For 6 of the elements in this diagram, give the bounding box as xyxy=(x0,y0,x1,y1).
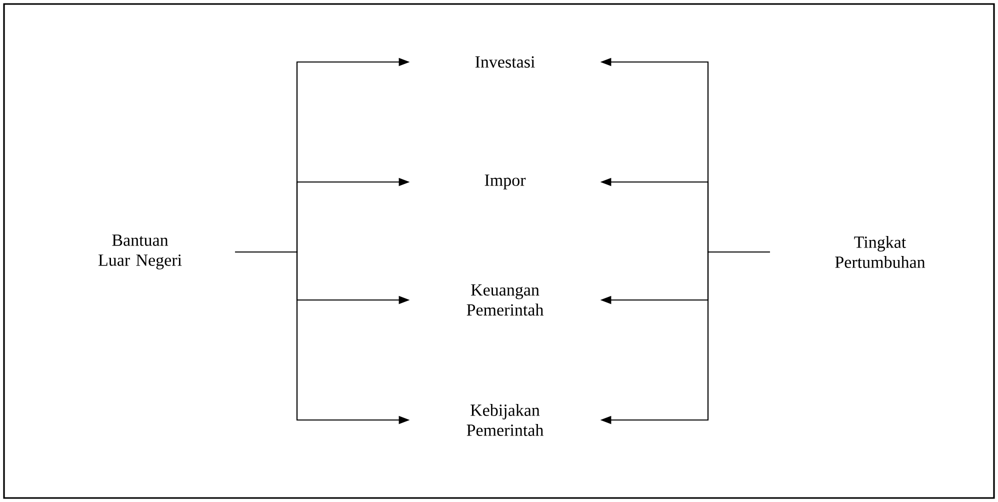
text-label: Keuangan Pemerintah xyxy=(466,284,544,316)
text-label: Kebijakan Pemerintah xyxy=(466,404,544,436)
text-label: Tingkat Pertumbuhan xyxy=(835,236,926,268)
text-label: Investasi xyxy=(475,56,535,68)
text-label: Impor xyxy=(484,174,526,190)
text-label: Bantuan Luar Negeri xyxy=(98,234,182,270)
